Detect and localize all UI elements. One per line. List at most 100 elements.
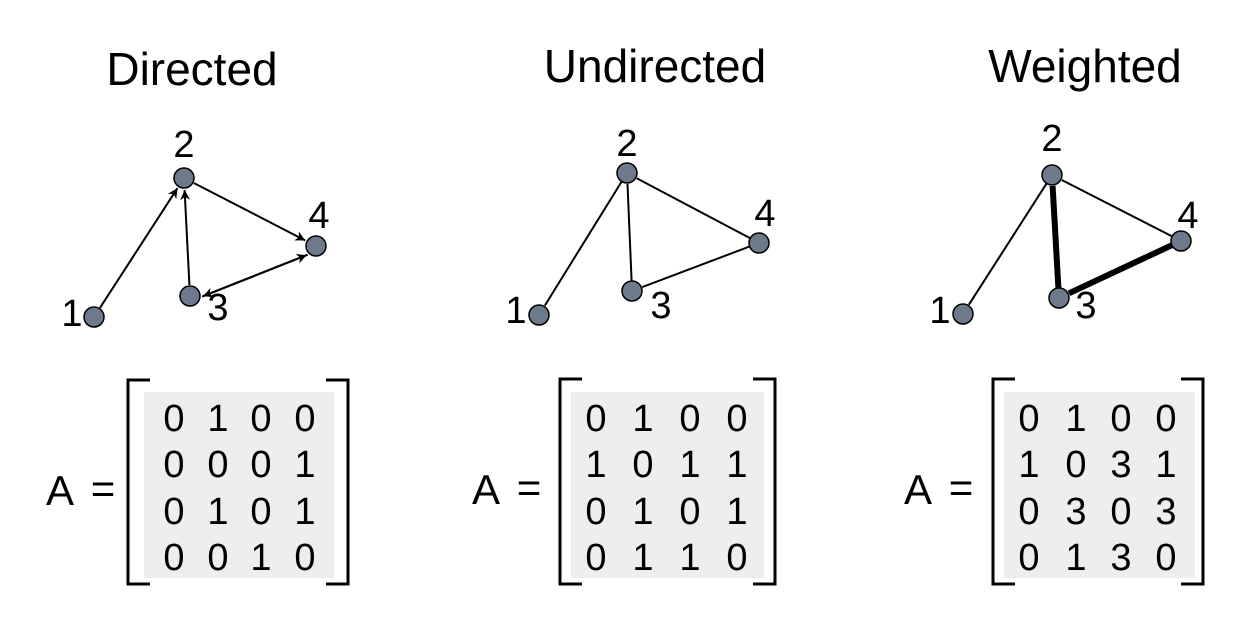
node-label-4: 4 — [308, 195, 329, 237]
matrix-cell: 3 — [1110, 537, 1131, 579]
node-label-3: 3 — [650, 285, 671, 327]
matrix-cell: 0 — [250, 491, 271, 533]
matrix-cell: 0 — [1110, 398, 1131, 440]
matrix-background — [144, 392, 334, 578]
edge-1-2 — [99, 187, 179, 309]
matrix-cell: 1 — [679, 537, 700, 579]
edge-3-4 — [641, 245, 750, 289]
matrix-cell: 3 — [1065, 491, 1086, 533]
equals-sign: = — [949, 464, 974, 511]
edge-1-2 — [968, 182, 1048, 306]
edge-1-2 — [543, 180, 623, 307]
node-label-1: 1 — [929, 290, 950, 332]
matrix-cell: 3 — [1155, 491, 1176, 533]
node-label-1: 1 — [505, 290, 526, 332]
matrix-cell: 0 — [1155, 537, 1176, 579]
node-label-2: 2 — [1041, 118, 1062, 160]
node-3 — [621, 280, 643, 302]
matrix-background — [1004, 392, 1195, 578]
matrix-cell: 0 — [250, 398, 271, 440]
edge-2-4 — [193, 182, 306, 242]
node-label-3: 3 — [207, 287, 228, 329]
matrix-cell: 0 — [163, 491, 184, 533]
matrix-cell: 0 — [585, 398, 606, 440]
matrix-cell: 1 — [1065, 398, 1086, 440]
matrix-cell: 0 — [207, 537, 228, 579]
node-2 — [173, 167, 195, 189]
edge-2-3 — [626, 183, 633, 282]
node-label-1: 1 — [61, 293, 82, 335]
matrix-cell: 1 — [1018, 444, 1039, 486]
matrix-right-bracket — [753, 377, 777, 586]
matrix-cell: 0 — [1018, 491, 1039, 533]
matrix-cell: 0 — [1110, 491, 1131, 533]
node-label-2: 2 — [616, 123, 637, 165]
matrix-symbol: A — [472, 466, 500, 513]
node-3 — [179, 285, 201, 307]
edge-2-4 — [1061, 179, 1173, 238]
edge-3-4 — [1067, 242, 1174, 297]
matrix-cell: 1 — [207, 491, 228, 533]
node-1 — [952, 303, 974, 325]
node-1 — [83, 306, 105, 328]
matrix-cell: 1 — [1065, 537, 1086, 579]
matrix-cell: 1 — [294, 444, 315, 486]
node-4 — [748, 232, 770, 254]
matrix-cell: 0 — [632, 444, 653, 486]
matrix-cell: 0 — [679, 398, 700, 440]
node-4 — [1170, 230, 1192, 252]
matrix-symbol: A — [904, 466, 932, 513]
equals-sign: = — [91, 465, 116, 512]
matrix-cell: 1 — [1155, 444, 1176, 486]
equals-sign: = — [517, 464, 542, 511]
matrix-cell: 1 — [585, 444, 606, 486]
matrix-right-bracket — [1181, 377, 1205, 586]
matrix-cell: 0 — [1155, 398, 1176, 440]
matrix-right-bracket — [326, 378, 350, 586]
panel-title: Undirected — [544, 40, 766, 92]
node-2 — [1041, 164, 1063, 186]
node-4 — [305, 235, 327, 257]
matrix-cell: 0 — [1018, 398, 1039, 440]
matrix-cell: 0 — [585, 537, 606, 579]
panel-title: Weighted — [988, 40, 1182, 92]
edge-4-3 — [202, 253, 308, 298]
node-label-3: 3 — [1075, 285, 1096, 327]
matrix-left-bracket — [558, 377, 582, 586]
matrix-cell: 0 — [294, 537, 315, 579]
matrix-cell: 0 — [163, 444, 184, 486]
matrix-cell: 1 — [207, 398, 228, 440]
panel-title: Directed — [106, 43, 277, 95]
node-label-2: 2 — [173, 124, 194, 166]
edge-2-4 — [636, 177, 751, 240]
matrix-cell: 1 — [250, 537, 271, 579]
matrix-cell: 0 — [726, 537, 747, 579]
matrix-cell: 0 — [250, 444, 271, 486]
matrix-cell: 0 — [294, 398, 315, 440]
matrix-cell: 1 — [294, 491, 315, 533]
matrix-cell: 0 — [1018, 537, 1039, 579]
node-3 — [1048, 287, 1070, 309]
node-label-4: 4 — [754, 193, 775, 235]
node-label-4: 4 — [1177, 195, 1198, 237]
matrix-left-bracket — [991, 377, 1015, 586]
matrix-symbol: A — [46, 467, 74, 514]
matrix-cell: 0 — [585, 491, 606, 533]
matrix-cell: 0 — [679, 491, 700, 533]
matrix-cell: 1 — [679, 444, 700, 486]
matrix-cell: 0 — [163, 537, 184, 579]
edge-2-3 — [1049, 185, 1062, 289]
matrix-cell: 0 — [726, 398, 747, 440]
matrix-cell: 1 — [726, 491, 747, 533]
matrix-cell: 1 — [726, 444, 747, 486]
node-1 — [528, 304, 550, 326]
matrix-cell: 1 — [632, 491, 653, 533]
matrix-cell: 0 — [1065, 444, 1086, 486]
matrix-cell: 1 — [632, 537, 653, 579]
matrix-cell: 0 — [207, 444, 228, 486]
